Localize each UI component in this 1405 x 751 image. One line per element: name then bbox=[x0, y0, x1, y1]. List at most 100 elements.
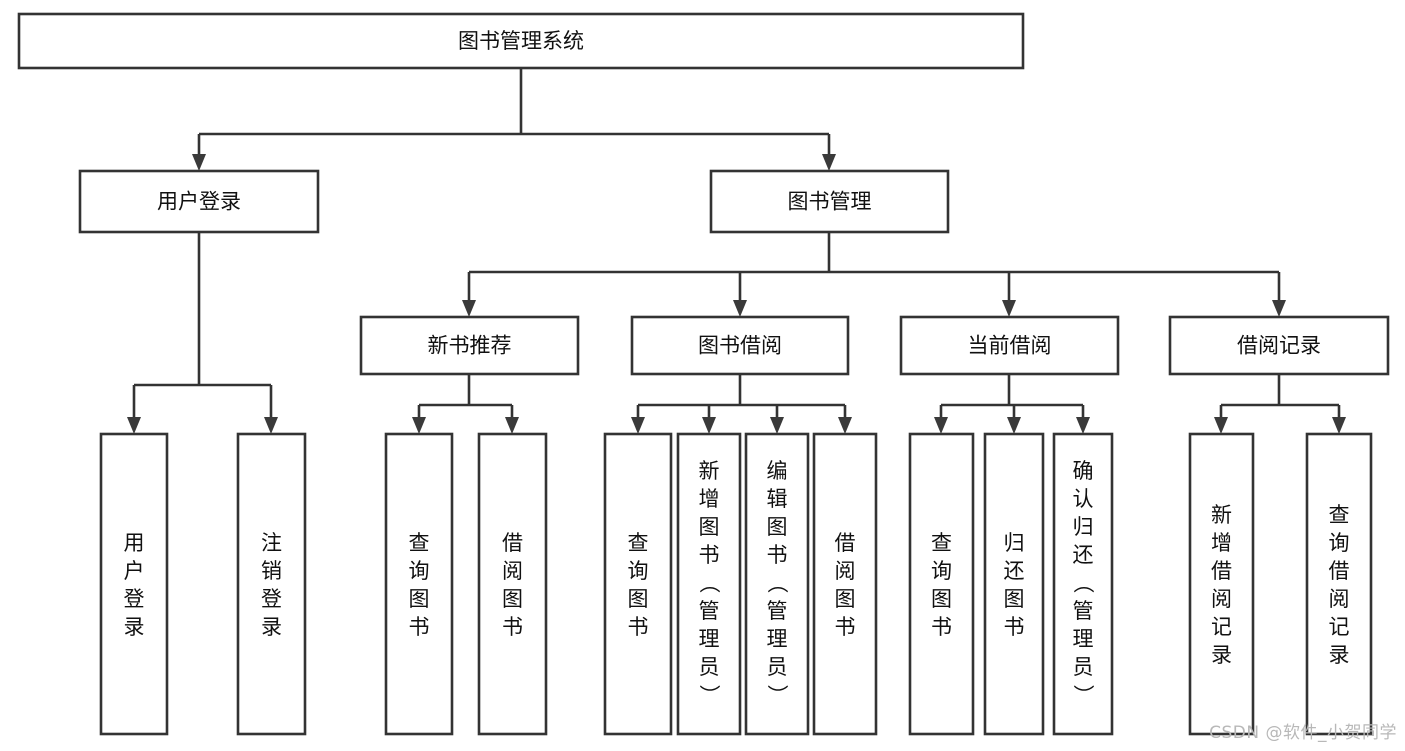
node-label-char: 询 bbox=[931, 559, 952, 583]
node-label-char: 增 bbox=[1211, 531, 1232, 555]
node-label-char: ） bbox=[697, 684, 721, 705]
node-label-char: 录 bbox=[261, 615, 282, 639]
node-label-char: 图 bbox=[628, 587, 649, 611]
node-label-char: 管 bbox=[1073, 599, 1094, 623]
node-label-char: 询 bbox=[628, 559, 649, 583]
node-label-char: 员 bbox=[699, 655, 720, 679]
node-label-char: 增 bbox=[699, 487, 720, 511]
connectors-layer bbox=[127, 68, 1346, 434]
arrow-head-icon bbox=[1272, 300, 1286, 317]
node-label-char: 辑 bbox=[767, 487, 788, 511]
node-label-char: 理 bbox=[767, 627, 788, 651]
connector-group bbox=[939, 374, 1085, 418]
connector-group bbox=[417, 374, 514, 418]
arrow-head-icon bbox=[770, 417, 784, 434]
arrow-head-icon bbox=[631, 417, 645, 434]
arrow-head-icon bbox=[127, 417, 141, 434]
node-label-char: 书 bbox=[699, 543, 720, 567]
node-label: 新书推荐 bbox=[428, 334, 512, 358]
node-label-char: 还 bbox=[1004, 559, 1025, 583]
node-label: 图书借阅 bbox=[698, 334, 782, 358]
arrow-head-icon bbox=[1007, 417, 1021, 434]
node-new-book-recommend[interactable]: 新书推荐 bbox=[359, 315, 580, 376]
node-root-root[interactable]: 图书管理系统 bbox=[17, 12, 1025, 70]
node-label-char: 登 bbox=[261, 587, 282, 611]
node-label-char: 录 bbox=[1211, 643, 1232, 667]
node-label-char: 阅 bbox=[502, 559, 523, 583]
node-label-char: 录 bbox=[124, 615, 145, 639]
node-label-char: 询 bbox=[409, 559, 430, 583]
node-label-char: 书 bbox=[1004, 615, 1025, 639]
node-label-char: 还 bbox=[1073, 543, 1094, 567]
node-label-char: 归 bbox=[1073, 515, 1094, 539]
arrow-head-icon bbox=[702, 417, 716, 434]
node-label-char: 编 bbox=[767, 459, 788, 483]
node-user-login[interactable]: 用户登录 bbox=[78, 169, 320, 234]
node-label-char: 图 bbox=[835, 587, 856, 611]
node-label-char: ） bbox=[765, 684, 789, 705]
node-book-borrow[interactable]: 图书借阅 bbox=[630, 315, 850, 376]
node-label-char: 确 bbox=[1073, 459, 1094, 483]
connector-group bbox=[467, 232, 1281, 301]
nodes-layer: 图书管理系统用户登录图书管理新书推荐图书借阅当前借阅借阅记录用户登录注销登录查询… bbox=[17, 12, 1390, 736]
node-leaf-user-login[interactable]: 用户登录 bbox=[99, 432, 169, 736]
node-label-char: 认 bbox=[1073, 487, 1094, 511]
node-borrow-record[interactable]: 借阅记录 bbox=[1168, 315, 1390, 376]
node-label-char: 图 bbox=[502, 587, 523, 611]
node-label-char: 书 bbox=[931, 615, 952, 639]
connector-group bbox=[197, 68, 831, 155]
node-label-char: 注 bbox=[261, 531, 282, 555]
node-label-char: 借 bbox=[1329, 559, 1350, 583]
node-label-char: 阅 bbox=[835, 559, 856, 583]
node-label-char: 记 bbox=[1329, 615, 1350, 639]
connector-group bbox=[1219, 374, 1341, 418]
node-book-manage[interactable]: 图书管理 bbox=[709, 169, 950, 234]
node-label-char: （ bbox=[1071, 572, 1095, 593]
node-label-char: 借 bbox=[502, 531, 523, 555]
node-label-char: （ bbox=[765, 572, 789, 593]
node-label-char: 图 bbox=[1004, 587, 1025, 611]
node-label-char: ） bbox=[1071, 684, 1095, 705]
arrow-head-icon bbox=[412, 417, 426, 434]
node-label-char: 新 bbox=[699, 459, 720, 483]
node-label-char: 理 bbox=[1073, 627, 1094, 651]
node-label-char: 查 bbox=[409, 531, 430, 555]
node-label: 图书管理系统 bbox=[458, 29, 584, 53]
node-label-char: 书 bbox=[767, 543, 788, 567]
arrow-head-icon bbox=[733, 300, 747, 317]
node-label-char: 管 bbox=[767, 599, 788, 623]
node-label-char: 员 bbox=[1073, 655, 1094, 679]
node-current-borrow[interactable]: 当前借阅 bbox=[899, 315, 1120, 376]
node-label: 当前借阅 bbox=[968, 334, 1052, 358]
node-label-char: 借 bbox=[1211, 559, 1232, 583]
node-label-char: 阅 bbox=[1211, 587, 1232, 611]
node-label-char: 书 bbox=[835, 615, 856, 639]
arrow-head-icon bbox=[838, 417, 852, 434]
node-label-char: 借 bbox=[835, 531, 856, 555]
arrow-head-icon bbox=[1002, 300, 1016, 317]
node-label-char: 用 bbox=[124, 531, 145, 555]
node-label-char: 询 bbox=[1329, 531, 1350, 555]
csdn-watermark: CSDN @软件_小贺同学 bbox=[1209, 723, 1397, 743]
node-label-char: 登 bbox=[124, 587, 145, 611]
arrow-head-icon bbox=[822, 154, 836, 171]
node-label-char: （ bbox=[697, 572, 721, 593]
node-label-char: 查 bbox=[1329, 503, 1350, 527]
node-label-char: 书 bbox=[409, 615, 430, 639]
node-label-char: 书 bbox=[628, 615, 649, 639]
arrow-head-icon bbox=[505, 417, 519, 434]
